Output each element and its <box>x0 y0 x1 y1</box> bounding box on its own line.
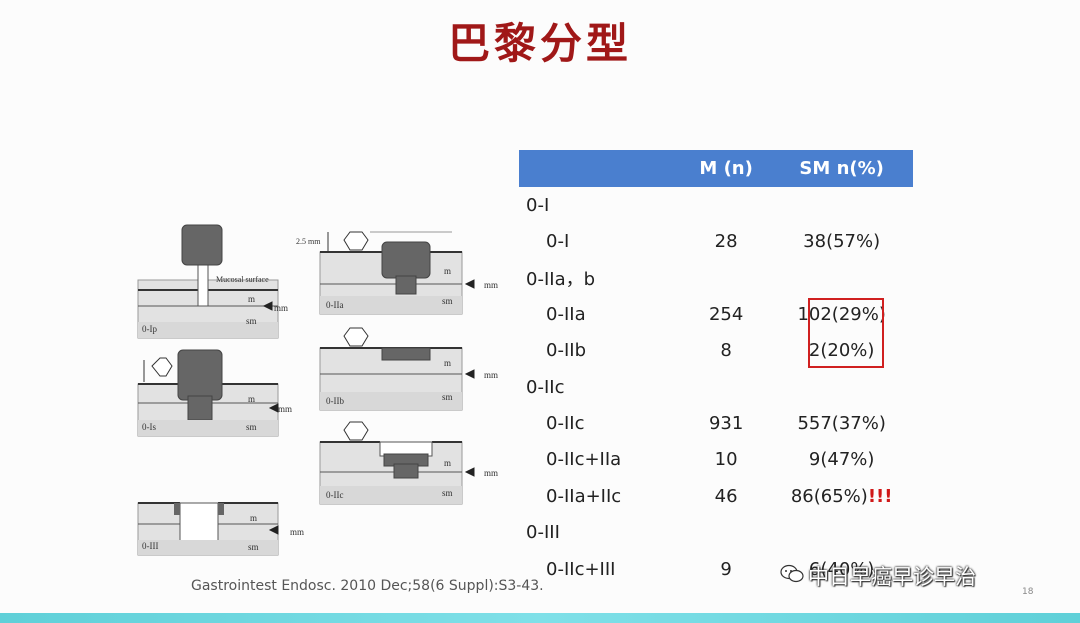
cell-sm <box>770 369 913 405</box>
cell-type: 0-IIc+IIa <box>546 449 622 471</box>
cell-sm: 9(47%) <box>770 442 913 478</box>
slide-number: 18 <box>1022 587 1034 597</box>
label-m: m <box>444 266 451 276</box>
cell-type: 0-IIa <box>546 303 586 325</box>
label-sm: sm <box>442 392 453 402</box>
diagram-0-iii <box>137 502 279 556</box>
cell-sm-value: 9(47%) <box>808 449 875 471</box>
label-sm: sm <box>246 316 257 326</box>
cell-sm: 102(29%) <box>770 296 913 332</box>
table-header-row: M (n) SM n(%) <box>519 150 913 187</box>
watermark: 中日早癌早诊早治 <box>780 561 976 591</box>
label-0-iic: 0-IIc <box>326 490 344 500</box>
paris-classification-diagrams: 0-Ip 0-Is 0-III 0-IIa 0-IIb 0-IIc Mucosa… <box>137 224 498 556</box>
label-mm: mm <box>290 527 304 537</box>
cell-type: 0-IIc <box>546 413 585 435</box>
cell-type: 0-IIa，b <box>526 268 596 290</box>
table-row: 0-IIb 8 2(20%) <box>519 333 913 369</box>
label-0-is: 0-Is <box>142 422 156 432</box>
table-row: 0-IIc+III 9 6(40%) <box>519 551 913 587</box>
cell-type: 0-I <box>546 231 570 253</box>
cell-type: 0-IIc+III <box>546 558 616 580</box>
header-m: M (n) <box>699 158 753 179</box>
label-sm: sm <box>442 296 453 306</box>
table-row: 0-IIa，b <box>519 260 913 296</box>
wechat-icon <box>780 564 804 589</box>
diagram-0-iib <box>319 327 463 411</box>
label-mm: mm <box>278 404 292 414</box>
bottom-accent-bar <box>0 613 1080 623</box>
label-sm: sm <box>246 422 257 432</box>
label-m: m <box>444 458 451 468</box>
cell-type: 0-IIc <box>526 376 565 398</box>
label-mm: mm <box>274 303 288 313</box>
cell-sm: 86(65%)!!! <box>770 478 913 514</box>
label-0-iib: 0-IIb <box>326 396 344 406</box>
cell-sm <box>770 515 913 551</box>
cell-m <box>682 515 770 551</box>
cell-m: 10 <box>714 449 738 471</box>
diagram-0-iic <box>319 421 463 505</box>
label-m: m <box>248 294 255 304</box>
cell-m <box>682 187 770 223</box>
paris-classification-table: M (n) SM n(%) 0-I 0-I 28 38(57%) 0-IIa，b 0-II… <box>519 150 913 587</box>
table-row: 0-IIa 254 102(29%) <box>519 296 913 332</box>
table-row: 0-IIc <box>519 369 913 405</box>
cell-m: 931 <box>708 413 744 435</box>
label-0-ip: 0-Ip <box>142 324 157 334</box>
label-sm: sm <box>248 542 259 552</box>
label-scale: 2.5 mm <box>296 237 321 246</box>
label-m: m <box>250 513 257 523</box>
cell-type: 0-I <box>526 194 550 216</box>
cell-m <box>682 260 770 296</box>
cell-type: 0-IIb <box>546 340 586 362</box>
label-sm: sm <box>442 488 453 498</box>
label-m: m <box>444 358 451 368</box>
citation: Gastrointest Endosc. 2010 Dec;58(6 Suppl… <box>191 578 544 594</box>
label-mucosal-surface: Mucosal surface <box>216 275 269 284</box>
cell-sm-value: 38(57%) <box>803 231 881 253</box>
cell-m: 9 <box>720 558 732 580</box>
table-row: 0-I 28 38(57%) <box>519 223 913 259</box>
cell-sm <box>770 260 913 296</box>
table-row: 0-I <box>519 187 913 223</box>
highlight-box <box>808 298 884 368</box>
cell-sm <box>770 187 913 223</box>
cell-sm: 38(57%) <box>770 223 913 259</box>
emphasis-mark: !!! <box>867 485 893 507</box>
label-m: m <box>248 394 255 404</box>
header-type <box>519 150 682 187</box>
cell-sm: 2(20%) <box>770 333 913 369</box>
diagram-0-ip <box>137 224 279 339</box>
table-row: 0-III <box>519 515 913 551</box>
cell-m <box>682 369 770 405</box>
cell-m: 46 <box>714 485 738 507</box>
diagram-0-iia <box>319 231 463 315</box>
header-sm: SM n(%) <box>799 158 884 179</box>
label-0-iii: 0-III <box>142 541 159 551</box>
table-row: 0-IIa+IIc 46 86(65%)!!! <box>519 478 913 514</box>
cell-m: 8 <box>720 340 732 362</box>
table-row: 0-IIc 931 557(37%) <box>519 405 913 441</box>
cell-m: 28 <box>714 231 738 253</box>
label-0-iia: 0-IIa <box>326 300 344 310</box>
cell-sm-value: 557(37%) <box>797 413 886 435</box>
cell-type: 0-III <box>526 522 560 544</box>
cell-sm-value: 6(40%) <box>808 558 875 580</box>
diagram-0-is <box>137 349 279 437</box>
cell-sm-value: 2(20%) <box>808 340 875 362</box>
table-row: 0-IIc+IIa 10 9(47%) <box>519 442 913 478</box>
slide-title: 巴黎分型 <box>447 19 632 68</box>
cell-sm-value: 102(29%) <box>797 303 886 325</box>
cell-m: 254 <box>708 303 744 325</box>
label-mm: mm <box>484 280 498 290</box>
label-mm: mm <box>484 370 498 380</box>
cell-sm: 557(37%) <box>770 405 913 441</box>
cell-type: 0-IIa+IIc <box>546 485 622 507</box>
watermark-text: 中日早癌早诊早治 <box>808 565 976 589</box>
label-mm: mm <box>484 468 498 478</box>
cell-sm-value: 86(65%) <box>790 485 868 507</box>
cell-sm: 6(40%) <box>770 551 913 587</box>
